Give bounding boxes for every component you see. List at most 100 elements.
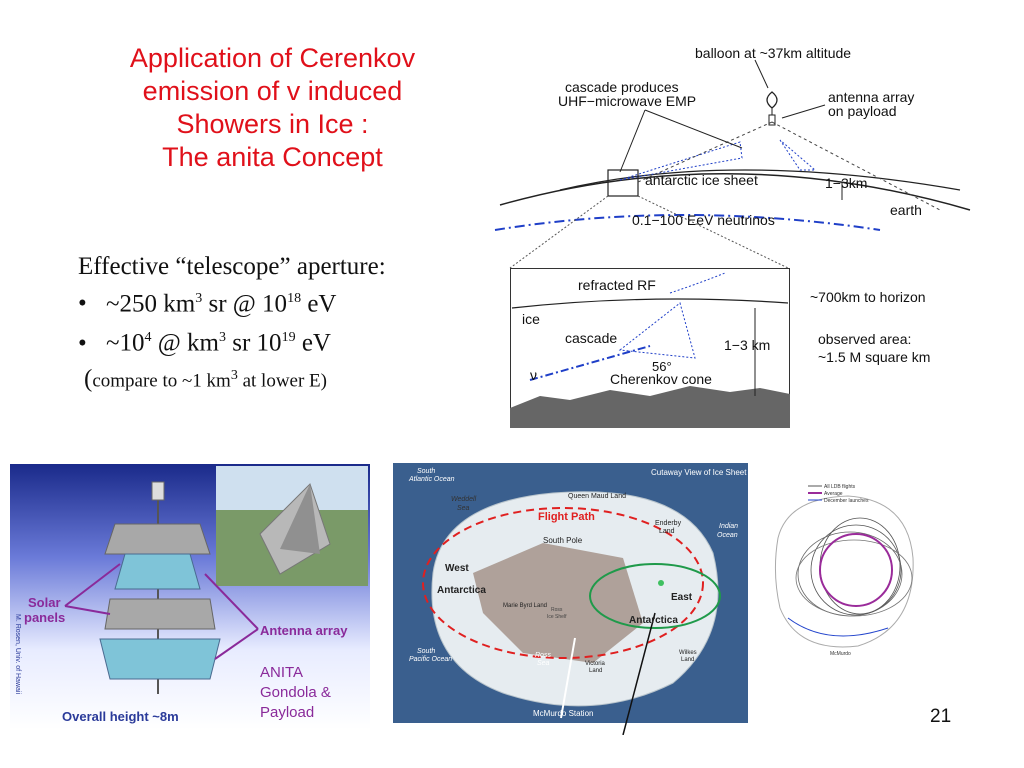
label-south-pole: South Pole — [543, 536, 583, 545]
slide-title: Application of Cerenkov emission of v in… — [70, 42, 475, 174]
label-antenna-1: antenna array — [828, 89, 914, 105]
antenna-ring-1 — [114, 553, 201, 590]
label-solar-2: panels — [24, 610, 65, 625]
legend-average: Average — [824, 491, 843, 497]
coastline — [774, 495, 914, 648]
zoom-line-right — [637, 195, 789, 269]
label-indian-2: Ocean — [717, 532, 738, 539]
solar-panel-mid — [104, 598, 216, 630]
cascade-box — [607, 169, 639, 197]
b2-d: 3 — [219, 330, 226, 346]
antarctica-map: Cutaway View of Ice Sheet South Atlantic… — [393, 463, 748, 735]
aperture-text: Effective “telescope” aperture: •~250 km… — [78, 252, 478, 396]
ice-surface — [511, 298, 789, 309]
label-nu: ν — [530, 367, 537, 383]
gondola-top — [151, 481, 165, 501]
label-victoria-2: Land — [589, 668, 602, 674]
label-horizon-2: observed area: — [818, 331, 911, 347]
balloon-icon — [766, 91, 778, 109]
average-track — [819, 533, 893, 607]
flight-track-1 — [810, 524, 902, 616]
title-line-2: emission of v induced — [142, 76, 403, 106]
neutrino-track — [529, 345, 651, 381]
label-inset-depth: 1−3 km — [724, 337, 770, 353]
aperture-bullet-1: •~250 km3 sr @ 1018 eV — [78, 282, 478, 321]
label-s-atlantic-2: Atlantic Ocean — [408, 476, 455, 483]
b2-g: eV — [295, 329, 331, 357]
label-angle: 56° — [652, 359, 672, 374]
bullet-marker: • — [78, 329, 87, 357]
label-anita-1: ANITA — [260, 664, 303, 681]
page-number: 21 — [930, 706, 952, 727]
title-line-3: Showers in Ice : — [176, 109, 369, 139]
label-anita-2: Gondola & — [260, 684, 331, 701]
label-ice: ice — [522, 311, 540, 327]
b1-c: sr @ 10 — [202, 290, 288, 318]
label-west: West — [445, 563, 469, 574]
rf-beam-2 — [779, 139, 817, 171]
label-ice-sheet: antarctic ice sheet — [645, 172, 758, 188]
label-enderby-1: Enderby — [655, 520, 682, 527]
ldb-flights-plot: All LDB flights Average December launche… — [774, 484, 914, 657]
neutrino-path — [494, 214, 881, 231]
label-wilkes-1: Wilkes — [679, 650, 697, 656]
ice-sheet-arc — [559, 169, 961, 191]
label-earth: earth — [890, 202, 922, 218]
label-queen-maud: Queen Maud Land — [568, 493, 626, 500]
label-mcmurdo-small: McMurdo — [830, 651, 851, 657]
label-ross-shelf-1: Ross — [551, 607, 563, 613]
label-cascade: cascade — [565, 330, 617, 346]
label-balloon: balloon at ~37km altitude — [695, 45, 851, 61]
horizon-text: ~700km to horizon observed area: ~1.5 M … — [810, 289, 930, 365]
label-neutrinos: 0.1−100 EeV neutrinos — [632, 212, 775, 228]
label-antenna-2: on payload — [828, 103, 897, 119]
refracted-rays — [669, 272, 726, 294]
bedrock — [510, 386, 790, 428]
cherenkov-cone-shape — [618, 302, 696, 359]
anita-concept-diagram: balloon at ~37km altitude cascade produc… — [494, 45, 971, 269]
arrow-solar-1 — [64, 563, 121, 607]
label-refracted: refracted RF — [578, 277, 656, 293]
label-horizon-3: ~1.5 M square km — [818, 349, 930, 365]
label-marie-byrd: Marie Byrd Land — [503, 603, 547, 609]
pointer-arrow — [622, 612, 656, 735]
cmp-c: 3 — [230, 367, 238, 383]
antenna-ring-2 — [99, 638, 221, 680]
arrow-antenna-1 — [204, 573, 259, 630]
label-cone: Cherenkov cone — [610, 371, 712, 387]
solar-panel-top — [104, 523, 211, 555]
cascade-inset: refracted RF ice cascade ν 56° Cherenkov… — [510, 268, 790, 428]
label-solar-1: Solar — [28, 595, 61, 610]
rf-beam — [619, 141, 743, 181]
b2-a: ~10 — [106, 329, 145, 357]
label-cascade-1: cascade produces — [565, 79, 679, 95]
label-height: Overall height ~8m — [62, 709, 179, 724]
b2-f: 19 — [281, 330, 296, 346]
b1-d: 18 — [287, 291, 302, 306]
label-enderby-2: Land — [659, 528, 675, 535]
b2-c: @ km — [151, 329, 219, 357]
label-flight-path: Flight Path — [538, 511, 595, 523]
b1-a: ~250 km — [106, 290, 196, 318]
mcmurdo-arrow — [560, 637, 576, 719]
label-cascade-2: UHF−microwave EMP — [558, 93, 696, 109]
horn-antenna-inner — [280, 484, 320, 554]
aperture-bullet-2: •~104 @ km3 sr 1019 eV — [78, 321, 478, 360]
b1-b: 3 — [195, 291, 203, 306]
cmp-d: at lower E) — [237, 369, 327, 391]
label-weddell-1: Weddell — [451, 496, 477, 503]
december-track — [787, 617, 889, 637]
label-ross-shelf-2: Ice Shelf — [547, 614, 567, 620]
arrow-balloon — [754, 59, 769, 89]
arrow-antenna — [781, 104, 826, 119]
aperture-heading: Effective “telescope” aperture: — [78, 253, 386, 280]
label-antarctica-e: Antarctica — [629, 615, 678, 626]
label-depth: 1−3km — [825, 175, 867, 191]
label-s-atlantic-1: South — [417, 468, 435, 475]
label-anita-3: Payload — [260, 704, 314, 721]
station-dot — [658, 580, 664, 586]
label-victoria-1: Victoria — [585, 661, 606, 667]
aperture-compare: (compare to ~1 km3 at lower E) — [84, 361, 478, 396]
arrow-solar-2 — [64, 605, 111, 615]
label-weddell-2: Sea — [457, 505, 470, 512]
